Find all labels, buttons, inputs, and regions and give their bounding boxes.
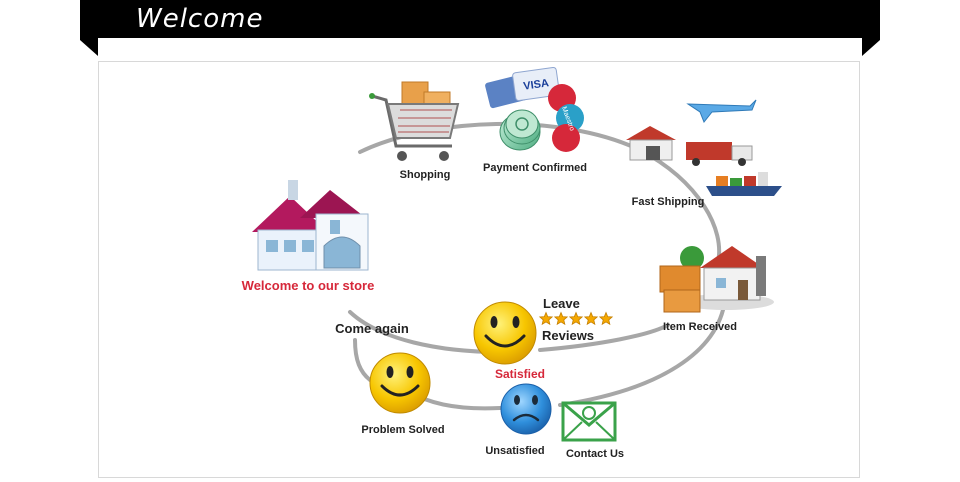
star-icon: [538, 311, 554, 326]
label-problem-solved: Problem Solved: [361, 424, 444, 436]
airplane-icon: [686, 99, 757, 123]
label-welcome-store: Welcome to our store: [242, 278, 375, 293]
label-fast-shipping: Fast Shipping: [632, 196, 705, 208]
page-title: Welcome: [136, 4, 264, 34]
cargo-ship-icon: [706, 172, 782, 196]
item-received-icon: [659, 246, 774, 313]
label-leave: Leave: [543, 296, 580, 311]
label-reviews: Reviews: [542, 328, 594, 343]
star-icon: [553, 311, 569, 326]
welcome-banner: [80, 0, 880, 56]
problem-solved-smiley-icon: [369, 352, 431, 414]
shopping-cart-icon: [369, 81, 460, 161]
warehouse-icon: [626, 126, 676, 161]
label-item-received: Item Received: [663, 321, 737, 333]
label-contact-us: Contact Us: [566, 448, 624, 460]
card-visa: VISA: [523, 77, 550, 92]
satisfied-smiley-icon: [473, 301, 537, 365]
label-come-again: Come again: [335, 321, 409, 336]
unsatisfied-sad-face-icon: [500, 383, 552, 435]
star-icon: [568, 311, 584, 326]
store-house-icon: [252, 180, 369, 271]
truck-icon: [686, 142, 753, 166]
label-payment-confirmed: Payment Confirmed: [483, 162, 587, 174]
banner-shape: [80, 0, 880, 56]
review-stars: [538, 311, 614, 326]
label-unsatisfied: Unsatisfied: [485, 445, 544, 457]
payment-cards-icon: VISA Maestro: [485, 66, 584, 152]
envelope-email-icon: [561, 401, 617, 442]
star-icon: [583, 311, 599, 326]
star-icon: [598, 311, 614, 326]
label-satisfied: Satisfied: [495, 367, 545, 381]
label-shopping: Shopping: [400, 169, 451, 181]
